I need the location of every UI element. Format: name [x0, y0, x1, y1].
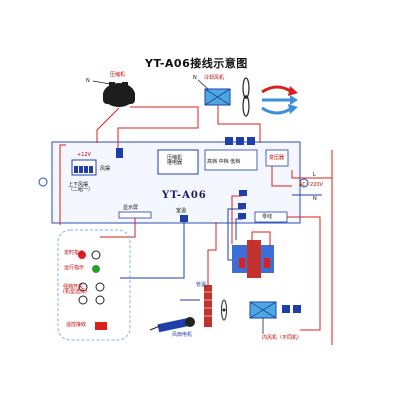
ac-connector [239, 190, 247, 196]
display-panel [57, 229, 131, 341]
temp-connector [180, 215, 188, 222]
transformer-text: 变压器 [269, 155, 285, 161]
terminal-label: 高档 中档 低档 [207, 159, 241, 165]
capacitor-icon [204, 285, 212, 327]
heat-arrows-icon [261, 85, 298, 115]
led-icon [78, 251, 86, 259]
panel-remote-label: 遥控接收 [66, 322, 87, 328]
voltage-label: +12V [77, 152, 91, 158]
relay-label: 压缩机 继电器 [167, 155, 183, 166]
probe-label: 管温 [196, 282, 207, 288]
condenser-fan [204, 88, 231, 106]
display-connector [118, 211, 152, 219]
svg-text:N: N [193, 75, 197, 81]
fuse-box [265, 149, 289, 167]
ac-input-label: AC~220V [299, 182, 323, 188]
display-port-label: 显示屏 [123, 205, 139, 211]
fan-icon [242, 77, 250, 117]
swing-motor-label: 上下风摆 （二组一） [68, 182, 94, 193]
board-mount-left [38, 177, 48, 187]
motor-icon [157, 317, 195, 333]
led-icon [92, 265, 100, 273]
compressor-icon [103, 82, 135, 107]
condenser-fan-label: 冷却风机 [204, 75, 225, 81]
panel-timer-label: 定时指示 [64, 250, 85, 256]
svg-text:N: N [86, 78, 90, 84]
panel-run-label: 运行指示 [64, 265, 85, 271]
remote-receiver [95, 322, 107, 330]
compressor-connector [116, 148, 123, 158]
compressor-relay [157, 149, 199, 175]
ac-connector-3 [238, 213, 246, 219]
fan-speed-terminals [204, 137, 258, 171]
diagram-title: YT-A06接线示意图 [145, 57, 248, 70]
transformer-icon [232, 240, 274, 278]
neutral-label: N [313, 196, 317, 202]
indoor-fan-label: 内风机（不同机） [262, 335, 303, 341]
ac-connector-2 [238, 203, 246, 209]
compressor-label: 压缩机 [110, 72, 126, 78]
board-model: YT-A06 [162, 190, 207, 201]
zero-line-label: 零线 [262, 214, 273, 220]
indoor-temp-label: 室温 [176, 208, 187, 214]
fan-motor-label: 风扇电机 [172, 332, 193, 338]
live-label: L [313, 172, 316, 178]
fan-icon [221, 299, 227, 321]
led-icon [91, 250, 101, 260]
fan-wind-label: 风摆 [100, 166, 111, 172]
indoor-fan [249, 301, 277, 319]
panel-switch-label: 强档开关 (机型选择) [63, 284, 87, 295]
board-mount-right [299, 178, 309, 188]
